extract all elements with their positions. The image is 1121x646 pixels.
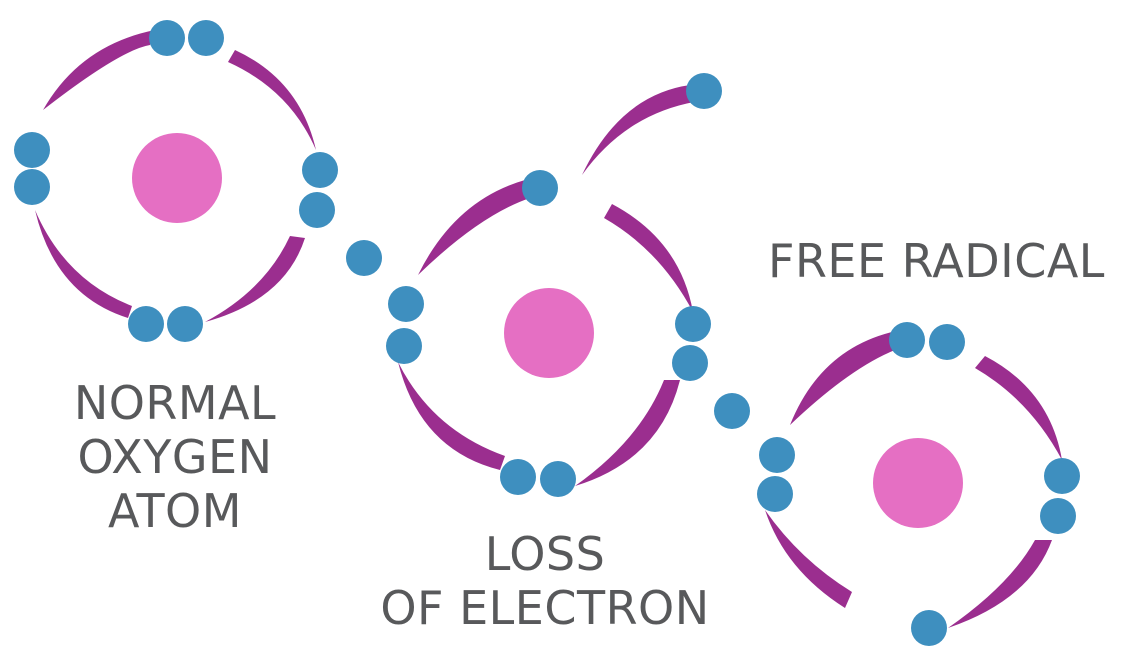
electron: [167, 306, 203, 342]
electron: [128, 306, 164, 342]
orbit-arc: [398, 362, 505, 470]
electron: [14, 169, 50, 205]
normal-oxygen-atom: [14, 20, 338, 342]
orbit-arc: [205, 236, 305, 322]
electron: [889, 322, 925, 358]
electron: [675, 306, 711, 342]
orbit-arc: [948, 540, 1052, 628]
electron: [522, 170, 558, 206]
electron: [672, 345, 708, 381]
electron: [299, 192, 335, 228]
normal-oxygen-atom-label: NORMAL OXYGEN ATOM: [50, 376, 300, 538]
electron: [1040, 498, 1076, 534]
electron: [386, 328, 422, 364]
orbit-arc: [975, 356, 1062, 460]
loss-of-electron-label: LOSS OF ELECTRON: [355, 527, 735, 635]
electron: [759, 437, 795, 473]
orbit-arc: [35, 210, 132, 318]
label-line: ATOM: [108, 484, 242, 538]
orbit-arc: [765, 510, 852, 608]
label-line: LOSS: [484, 527, 606, 581]
electron: [757, 476, 793, 512]
atom-losing-electron: [386, 170, 711, 497]
free-radical-label: FREE RADICAL: [768, 234, 1105, 288]
orbit-arc: [790, 332, 895, 425]
electron: [929, 324, 965, 360]
electron: [1044, 458, 1080, 494]
nucleus: [132, 133, 222, 223]
orbit-arc: [228, 50, 316, 150]
free-radical-atom: [757, 322, 1080, 646]
nucleus: [873, 438, 963, 528]
bridge-electron-1: [346, 240, 382, 276]
electron: [388, 286, 424, 322]
label-line: NORMAL: [73, 376, 277, 430]
electron: [911, 610, 947, 646]
electron: [500, 459, 536, 495]
electron: [149, 20, 185, 56]
orbit-arc: [604, 204, 693, 312]
electron-trail: [582, 85, 694, 175]
label-line: OXYGEN: [77, 430, 273, 484]
bridge-electron-2: [714, 393, 750, 429]
lost-electron: [582, 73, 722, 175]
electron: [188, 20, 224, 56]
nucleus: [504, 288, 594, 378]
orbit-arc: [575, 380, 680, 486]
orbit-arc: [43, 30, 155, 110]
electron: [302, 152, 338, 188]
electron: [686, 73, 722, 109]
label-line: OF ELECTRON: [380, 581, 710, 635]
electron: [14, 132, 50, 168]
electron: [540, 461, 576, 497]
orbit-arc: [418, 180, 530, 275]
